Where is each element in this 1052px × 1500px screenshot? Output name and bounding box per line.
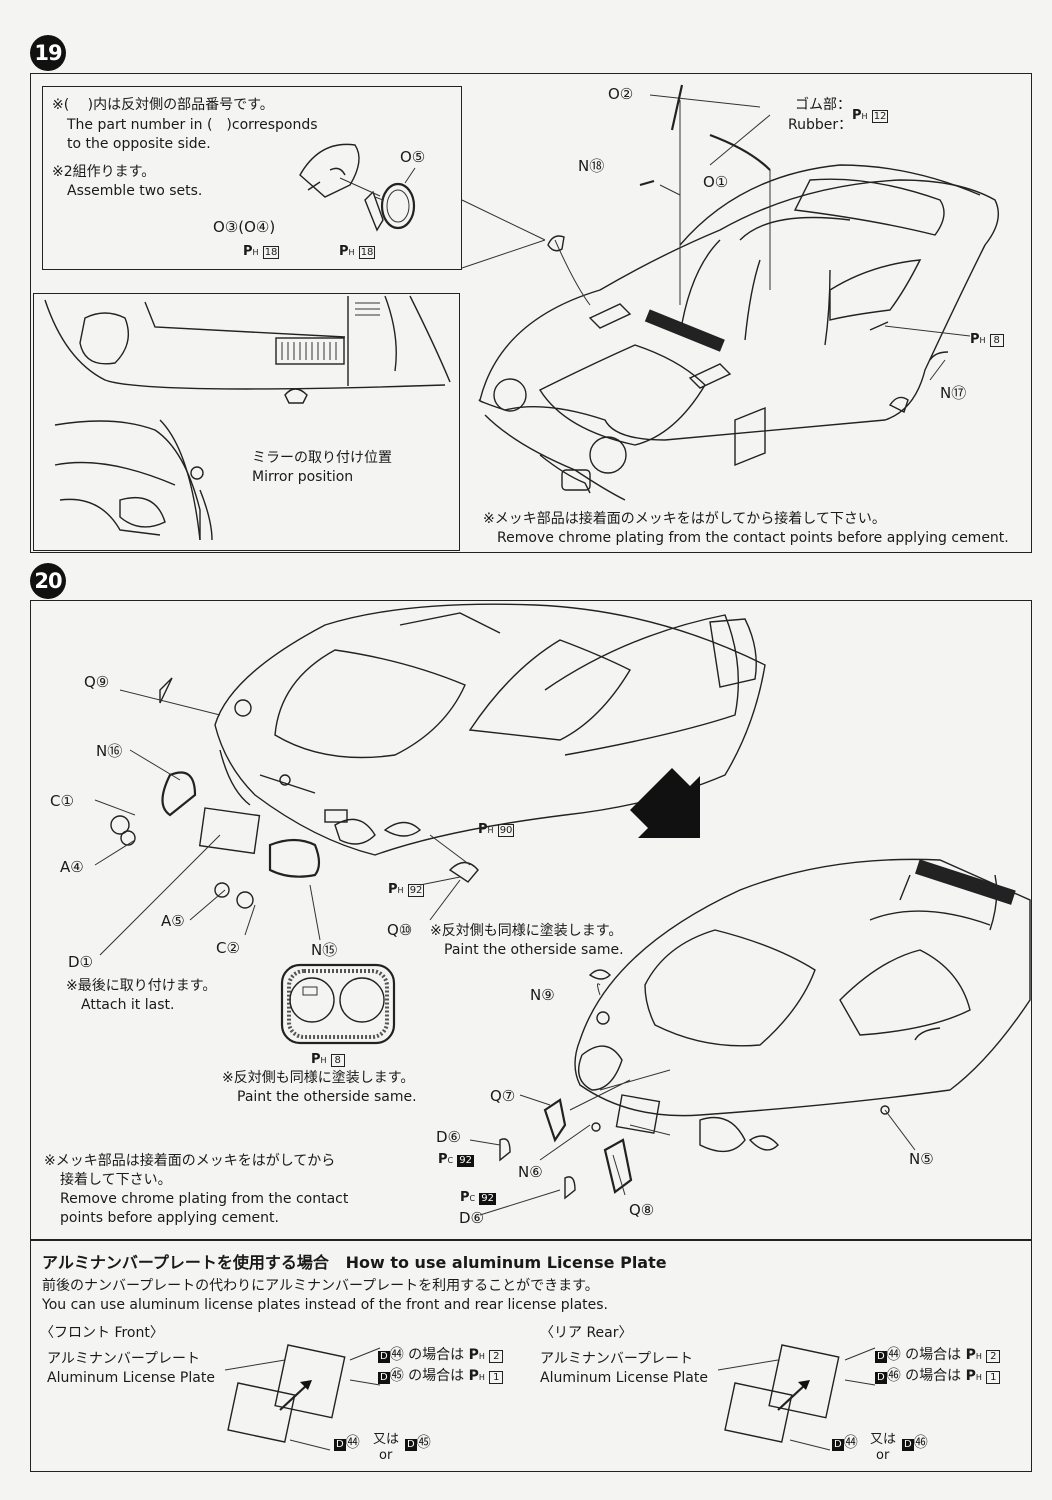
part-label-o1: O① [703,173,729,191]
part-label-d1: D① [68,953,93,971]
paint-code-ph90: PH 90 [478,822,515,837]
part-label-d6a: D⑥ [436,1128,461,1146]
part-label-n16: N⑯ [96,742,123,760]
paint-code-ph8-step20: PH 8 [311,1050,345,1070]
part-label-n5: N⑤ [909,1150,934,1168]
front-plate-en: Aluminum License Plate [47,1370,215,1386]
car-rear-exploded [94,603,766,956]
chrome-en-1: Remove chrome plating from the contact [60,1191,349,1207]
paint-code-ph8: PH 8 [970,330,1004,350]
rear-or-en: or [876,1448,890,1463]
paint-other-jp-1: ※反対側も同様に塗装します。 [430,923,623,939]
step-19-note-box [42,86,462,270]
part-label-q8: Q⑧ [629,1201,655,1219]
part-label-a4: A④ [60,858,84,876]
car-rear-lower [469,858,1031,1216]
paint-code-ph-left: PH 18 [243,244,280,259]
part-label-q9: Q⑨ [84,673,110,691]
step-20-frame [30,600,1032,1240]
license-desc-en: You can use aluminum license plates inst… [42,1297,608,1313]
front-plate-jp: アルミナンバープレート [47,1351,201,1367]
rubber-en: Rubber： [788,117,853,133]
step-19-number: 19 [30,35,66,71]
rear-plate-en: Aluminum License Plate [540,1370,708,1386]
part-label-n18: N⑱ [578,157,605,175]
paint-code-pc92a: PC 92 [438,1152,474,1167]
front-license-plate-drawing [224,1344,381,1451]
chrome-note-en: Remove chrome plating from the contact p… [497,530,1009,546]
n15-paint-detail [280,963,396,1045]
rear-license-plate-drawing [717,1344,876,1451]
note1-en-1: The part number in ( )corresponds [67,117,318,133]
part-label-n9: N⑨ [530,986,555,1004]
paint-other-jp-2: ※反対側も同様に塗装します。 [222,1070,415,1086]
attach-last-en: Attach it last. [81,997,175,1013]
big-down-right-arrow-icon [630,768,700,838]
paint-code-pc92b: PC 92 [460,1190,496,1205]
part-label-n15: N⑮ [311,941,338,959]
car-front-three-quarter [478,84,999,501]
rear-heading: 〈リア Rear〉 [540,1325,633,1341]
part-label-c2: C② [216,939,240,957]
license-title: アルミナンバープレートを使用する場合 How to use aluminum L… [42,1253,667,1272]
chrome-jp-1: ※メッキ部品は接着面のメッキをはがしてから [44,1153,336,1169]
part-label-q7: Q⑦ [490,1087,516,1105]
part-label-q10: Q⑩ [387,921,413,939]
part-label-o2: O② [608,85,634,103]
mirror-position-en: Mirror position [252,469,354,485]
mirror-position-detail [44,295,451,541]
chrome-note-jp: ※メッキ部品は接着面のメッキをはがしてから接着して下さい。 [483,511,886,527]
paint-code-ph-right: PH 18 [339,244,376,259]
part-label-n6: N⑥ [518,1163,543,1181]
license-title-jp: アルミナンバープレートを使用する場合 [42,1253,329,1272]
part-label-d6b: D⑥ [459,1209,484,1227]
chrome-jp-2: 接着して下さい。 [60,1172,172,1188]
rubber-jp: ゴム部： [795,97,851,113]
front-or-jp: 又は [373,1432,400,1447]
mirror-parts-drawing [299,143,416,232]
step-19-frame [30,73,1032,553]
attach-last-jp: ※最後に取り付けます。 [66,978,217,994]
part-label-c1: C① [50,792,74,810]
mirror-position-jp: ミラーの取り付け位置 [252,450,392,466]
note2-jp: ※2組作ります。 [52,164,156,180]
paint-other-en-2: Paint the otherside same. [237,1089,417,1105]
part-label-n17: N⑰ [940,384,967,402]
front-heading: 〈フロント Front〉 [40,1325,164,1341]
part-label-o3-o4: O③(O④) [213,218,276,236]
rear-plate-jp: アルミナンバープレート [540,1351,694,1367]
mirror-on-car [547,235,565,252]
note2-en: Assemble two sets. [67,183,203,199]
part-label-o5: O⑤ [400,148,426,166]
rear-or-jp: 又は [870,1432,897,1447]
front-or-en: or [379,1448,393,1463]
rubber-paint-code: PH 12 [852,108,889,123]
note1-en-2: to the opposite side. [67,136,211,152]
paint-code-ph92: PH 92 [388,882,425,897]
part-label-a5: A⑤ [161,912,185,930]
chrome-en-2: points before applying cement. [60,1210,279,1226]
mirror-position-box [33,293,460,551]
paint-other-en-1: Paint the otherside same. [444,942,624,958]
note1-jp: ※( )内は反対側の部品番号です。 [52,97,274,113]
license-plate-frame [30,1240,1032,1472]
step-20-number: 20 [30,563,66,599]
license-desc-jp: 前後のナンバープレートの代わりにアルミナンバープレートを利用することができます。 [42,1278,599,1294]
license-title-en: How to use aluminum License Plate [345,1253,667,1272]
